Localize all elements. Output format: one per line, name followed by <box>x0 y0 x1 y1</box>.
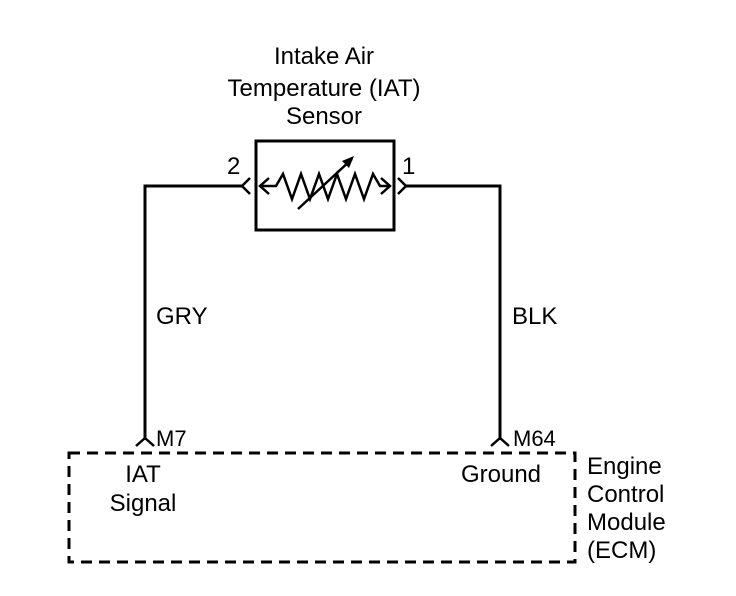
sensor-body <box>254 139 396 232</box>
ecm-iat-signal-label-line-1: IAT <box>125 461 161 488</box>
connector-chevron-pin-1 <box>397 177 408 195</box>
ecm-module-box <box>67 451 577 564</box>
wire-gry <box>143 184 242 440</box>
sensor-title-line-3: Sensor <box>286 103 362 130</box>
ecm-name-line-2: Control <box>587 481 664 508</box>
wire-color-gry: GRY <box>156 303 208 330</box>
ecm-name-line-3: Module <box>587 509 666 536</box>
sensor-title-line-2: Temperature (IAT) <box>228 75 421 102</box>
sensor-pin-2-label: 2 <box>227 153 240 180</box>
wire-color-blk: BLK <box>512 303 557 330</box>
ecm-name-line-4: (ECM) <box>587 537 656 564</box>
connector-chevron-m64 <box>490 436 510 447</box>
ecm-ground-label: Ground <box>461 461 541 488</box>
ecm-pin-m7-label: M7 <box>156 426 187 451</box>
connector-chevron-pin-2 <box>240 177 251 195</box>
sensor-title-line-1: Intake Air <box>274 43 374 70</box>
thermistor-icon <box>258 156 392 210</box>
wire-blk <box>406 184 502 440</box>
ecm-name-line-1: Engine <box>587 453 662 480</box>
sensor-pin-1-label: 1 <box>402 153 415 180</box>
ecm-pin-m64-label: M64 <box>513 426 556 451</box>
connector-chevron-m7 <box>135 436 155 447</box>
ecm-iat-signal-label-line-2: Signal <box>110 490 177 517</box>
